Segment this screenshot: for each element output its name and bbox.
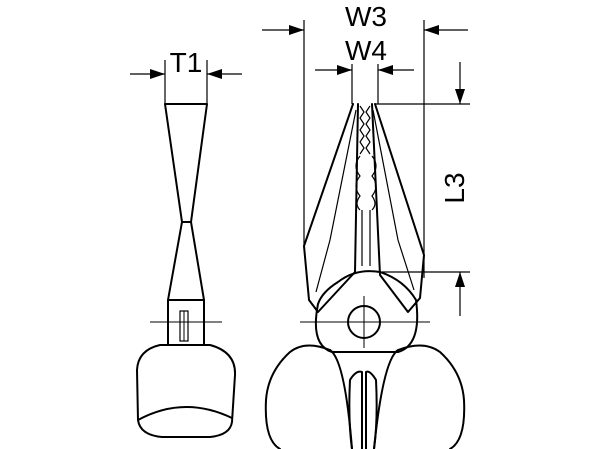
l3-label: L3 (439, 172, 470, 203)
t1-arrow-right (207, 69, 222, 79)
pipe-grip (355, 155, 377, 211)
right-jaw (371, 103, 425, 313)
front-view (264, 20, 466, 449)
l3-arrow-top (455, 89, 465, 104)
t1-arrow-left (150, 69, 165, 79)
left-handle (264, 344, 363, 449)
w3-arrow-right (424, 25, 439, 35)
l3-dimension: L3 (375, 62, 470, 316)
w3-label: W3 (345, 1, 387, 32)
joint-body (314, 270, 419, 353)
left-jaw (303, 103, 359, 313)
t1-label: T1 (170, 47, 203, 78)
w3-arrow-left (289, 25, 304, 35)
w3-dimension: W3 (262, 1, 468, 35)
side-view-handle-curve (137, 406, 233, 421)
side-view-neck (167, 221, 205, 301)
l3-arrow-bottom (455, 272, 465, 287)
side-view-jaw (164, 103, 208, 223)
w4-arrow-left (337, 65, 352, 75)
side-view (136, 60, 237, 438)
w4-dimension: W4 (315, 35, 414, 75)
jaw-serrations (359, 105, 371, 155)
w4-label: W4 (345, 35, 387, 66)
side-view-handle (136, 344, 237, 438)
w4-arrow-right (378, 65, 393, 75)
t1-dimension: T1 (130, 47, 242, 79)
